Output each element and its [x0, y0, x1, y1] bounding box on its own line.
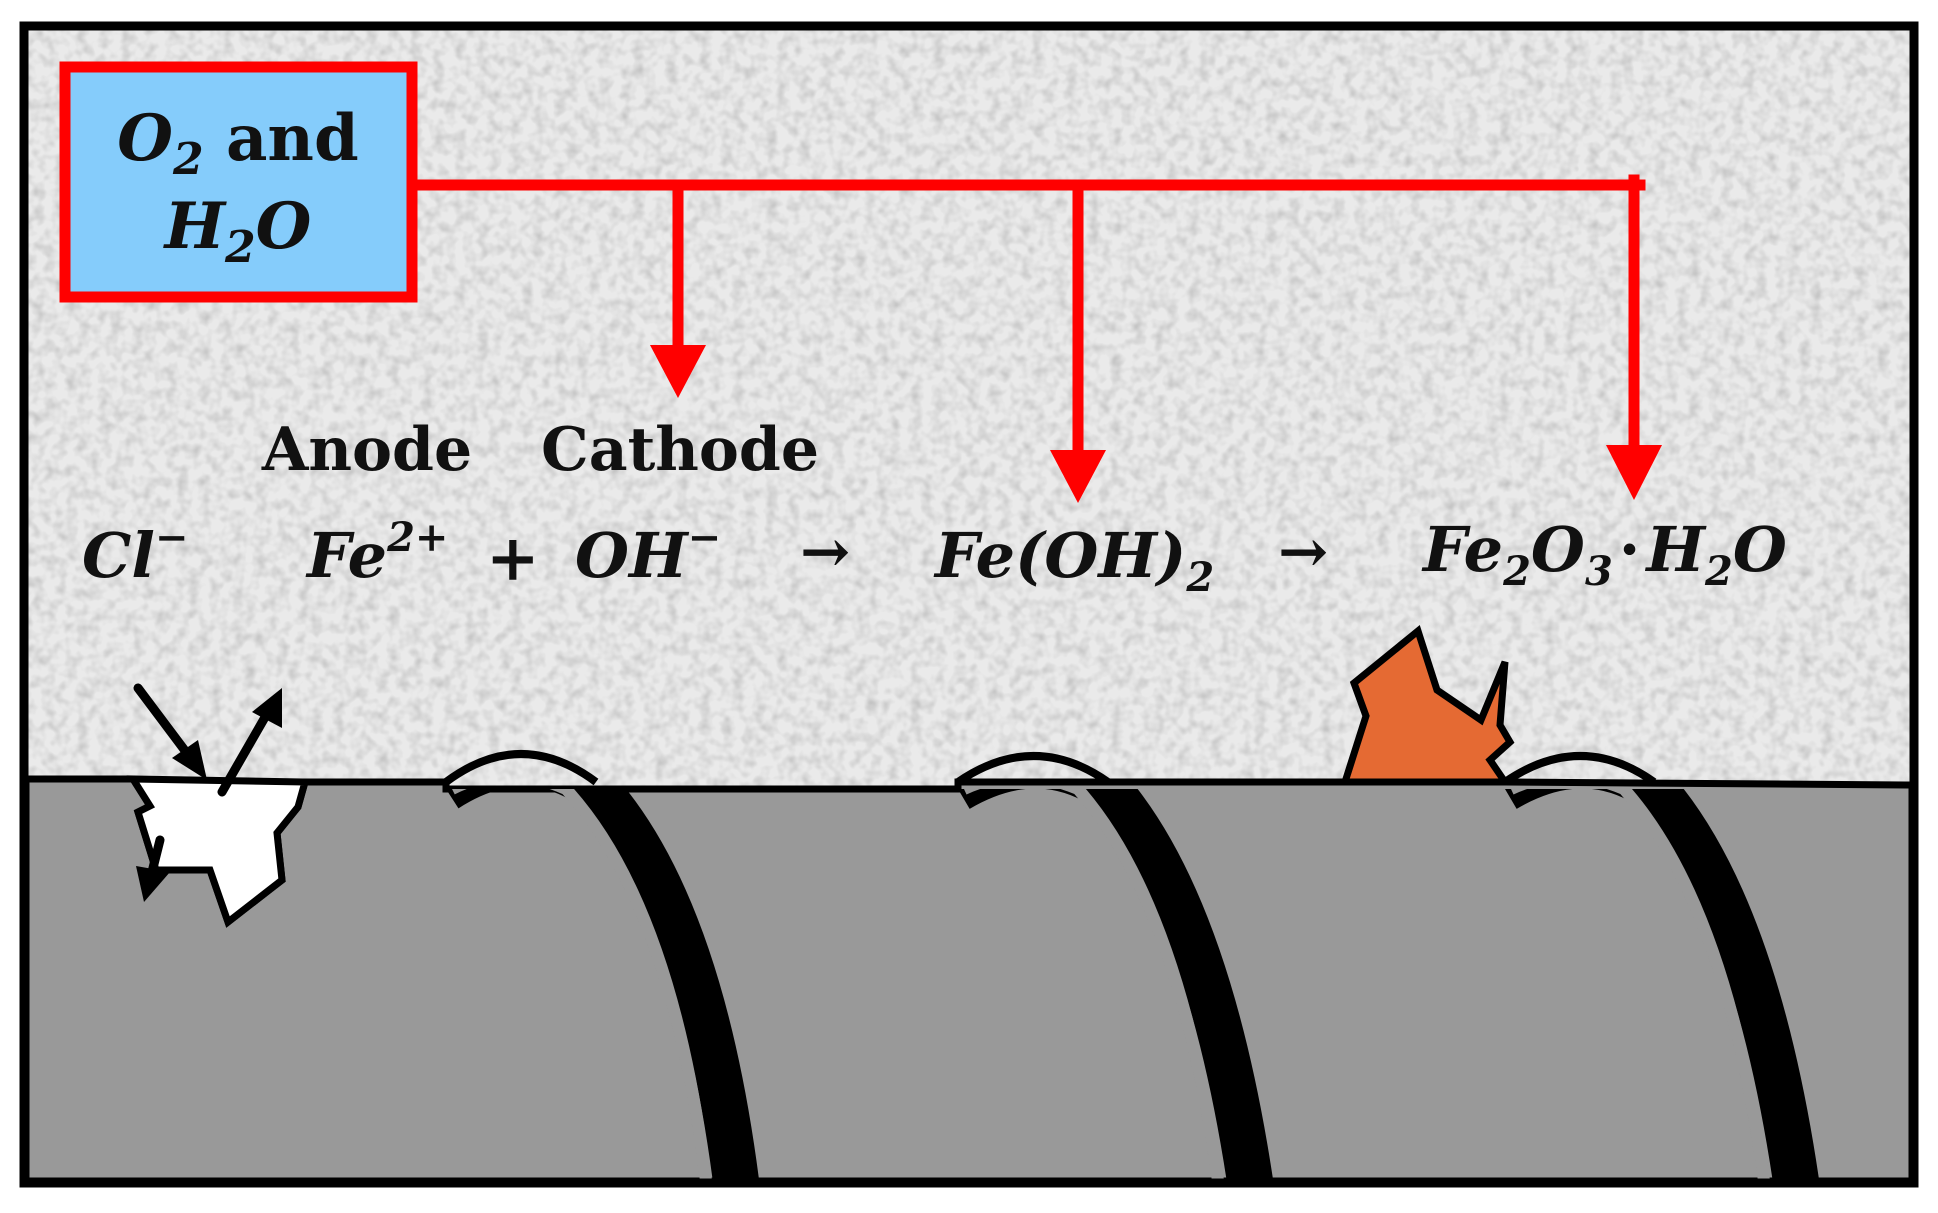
- reaction-arrow-1: →: [800, 517, 850, 587]
- arrow-to-rust-icon: [1606, 445, 1662, 500]
- rust-o: O: [1531, 513, 1585, 586]
- chloride-charge: −: [155, 514, 189, 561]
- rebar-ribs: [446, 789, 1819, 1181]
- water-oxygen-symbol: O: [256, 189, 312, 264]
- cathode-label: Cathode: [541, 415, 819, 485]
- arrow-to-cathode-icon: [650, 345, 706, 398]
- rust-fe: Fe: [1421, 513, 1503, 586]
- rust-flake-icon: [1340, 625, 1515, 786]
- and-word: and: [204, 101, 359, 176]
- chloride-attack-arrows-icon: [133, 683, 282, 902]
- oxygen-water-supply-arrows: [406, 174, 1662, 503]
- ferrous-hydroxide-base: Fe(OH): [933, 519, 1186, 592]
- anode-label: Anode: [261, 415, 472, 485]
- rebar-rib-icon: [958, 789, 1273, 1181]
- source-line-1: O2 and: [117, 101, 358, 185]
- iron-base: Fe: [305, 519, 387, 592]
- oxygen-water-source-box: O2 and H2O: [59, 61, 418, 303]
- chloride-base: Cl: [82, 519, 155, 592]
- figure-border: [19, 21, 1919, 1188]
- hydroxide-charge: −: [688, 514, 722, 561]
- hydrogen-subscript: 2: [224, 222, 256, 273]
- reaction-equation: Cl− Fe2+ + OH− → Fe(OH)2 → Fe2O3·H2O: [82, 513, 1787, 601]
- rust-h-subscript: 2: [1704, 548, 1733, 595]
- rust-dot: ·: [1619, 513, 1641, 586]
- source-line-2: H2O: [163, 189, 312, 273]
- rust-o-subscript: 3: [1585, 548, 1613, 595]
- chloride-ion: Cl−: [82, 514, 188, 592]
- reaction-arrow-2: →: [1278, 517, 1328, 587]
- rebar-rib-icon: [1505, 789, 1819, 1181]
- hydrated-ferric-oxide: Fe2O3·H2O: [1421, 513, 1787, 595]
- rebar-rib-tops: [443, 750, 1657, 786]
- ferrous-hydroxide-subscript: 2: [1185, 554, 1214, 601]
- pitting-crack-icon: [126, 775, 310, 928]
- iron-charge: 2+: [386, 514, 448, 561]
- steel-rebar: [22, 775, 1916, 1185]
- oxygen-subscript: 2: [172, 134, 204, 185]
- plus-sign: +: [486, 521, 540, 596]
- hydroxide-base: OH: [575, 519, 690, 592]
- rust-fe-subscript: 2: [1502, 548, 1531, 595]
- rebar-rib-icon: [446, 789, 759, 1181]
- hydroxide-ion: OH−: [575, 514, 721, 592]
- arrow-to-ferrous-hydroxide-icon: [1050, 450, 1106, 503]
- hydrogen-symbol: H: [163, 189, 228, 264]
- rust-h: H: [1644, 513, 1707, 586]
- oxygen-symbol: O: [117, 101, 173, 176]
- iron-ion: Fe2+: [305, 514, 448, 592]
- ferrous-hydroxide: Fe(OH)2: [933, 519, 1214, 601]
- rust-o2: O: [1733, 513, 1787, 586]
